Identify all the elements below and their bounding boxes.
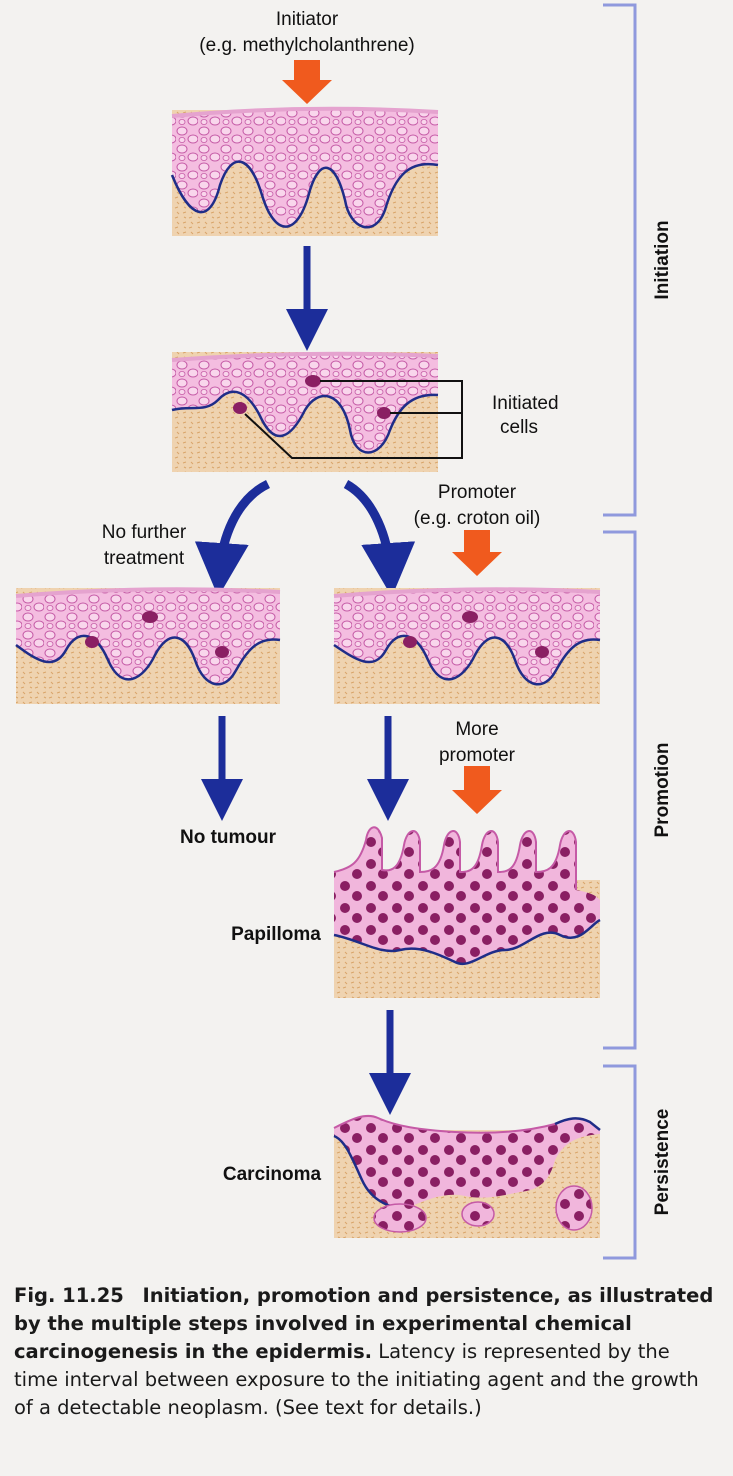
no-tumour-label: No tumour bbox=[180, 827, 277, 848]
stage-brackets bbox=[603, 3, 637, 1260]
more-promoter-label-2: promoter bbox=[439, 745, 516, 766]
figure-caption: Fig. 11.25 Initiation, promotion and per… bbox=[14, 1282, 719, 1422]
figure-title: Initiation, promotion and persistence, a… bbox=[14, 1284, 714, 1363]
initiated-cell bbox=[233, 402, 247, 414]
papilloma-label: Papilloma bbox=[231, 924, 321, 945]
initiated-cells-label-2: cells bbox=[500, 417, 538, 438]
promoter-example-label: (e.g. croton oil) bbox=[414, 508, 541, 529]
figure-body: Latency is represented by the time inter… bbox=[14, 1340, 699, 1419]
promoter-label: Promoter bbox=[438, 482, 517, 503]
skin-panel-initiated bbox=[171, 351, 463, 472]
carcinoma-label: Carcinoma bbox=[223, 1164, 322, 1185]
branch-arrow-right-icon bbox=[343, 480, 416, 597]
carcinoma-panel bbox=[333, 1114, 601, 1238]
promotion-bracket bbox=[603, 530, 637, 1050]
initiation-bracket bbox=[603, 3, 637, 517]
promoter-arrow-icon bbox=[452, 530, 502, 576]
more-promoter-label: More bbox=[455, 719, 498, 740]
initiator-example-label: (e.g. methylcholanthrene) bbox=[199, 35, 414, 56]
skin-panel-normal bbox=[170, 106, 439, 236]
skin-panel-left bbox=[15, 587, 281, 704]
initiated-cell bbox=[377, 407, 391, 419]
stage-initiation-label: Initiation bbox=[652, 220, 673, 299]
initiator-label: Initiator bbox=[276, 9, 339, 30]
more-promoter-arrow-icon bbox=[452, 766, 502, 814]
no-further-treatment-label: No further bbox=[102, 522, 187, 543]
no-further-treatment-label-2: treatment bbox=[104, 548, 185, 569]
branch-arrow-left-icon bbox=[194, 479, 271, 597]
initiated-cells-label: Initiated bbox=[492, 393, 559, 414]
papilloma-panel bbox=[333, 826, 601, 998]
figure-number: Fig. 11.25 bbox=[14, 1284, 124, 1307]
stage-promotion-label: Promotion bbox=[652, 743, 673, 838]
initiator-arrow-icon bbox=[282, 60, 332, 104]
skin-panel-right bbox=[333, 587, 601, 704]
stage-persistence-label: Persistence bbox=[652, 1109, 673, 1216]
initiated-cell bbox=[305, 375, 321, 387]
persistence-bracket bbox=[603, 1064, 637, 1260]
